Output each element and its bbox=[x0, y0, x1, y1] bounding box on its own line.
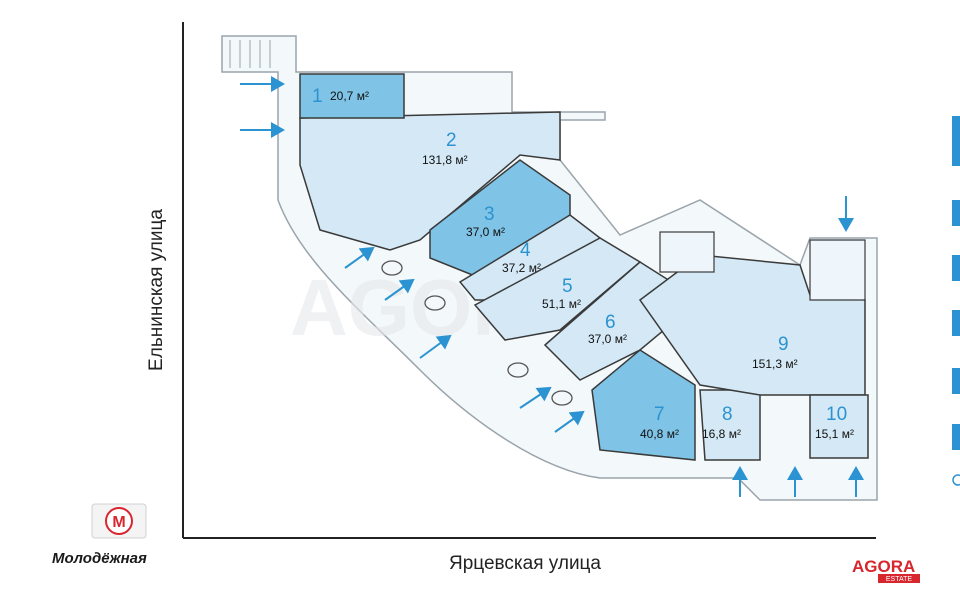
service-room-shape bbox=[809, 239, 866, 301]
clipped-marker bbox=[952, 474, 960, 486]
metro-station-name: Молодёжная bbox=[52, 550, 147, 567]
room-area: 37,0 м² bbox=[466, 225, 505, 239]
brand-text: AGORA bbox=[852, 557, 915, 576]
metro-icon: М bbox=[91, 503, 147, 539]
arrow-icon bbox=[519, 386, 552, 409]
room-area: 16,8 м² bbox=[702, 427, 741, 441]
room-number: 6 bbox=[605, 312, 616, 333]
room-area: 15,1 м² bbox=[815, 427, 854, 441]
room-area: 40,8 м² bbox=[640, 427, 679, 441]
room-number: 8 bbox=[722, 404, 733, 425]
room-area: 131,8 м² bbox=[422, 153, 468, 167]
brand-logo: AGORA ESTATE bbox=[852, 557, 920, 583]
room-labels: 1 20,7 м² 2 131,8 м² 3 37,0 м² 4 37,2 м²… bbox=[312, 86, 854, 441]
room-2-shape bbox=[299, 111, 561, 251]
arrow-icon bbox=[554, 410, 585, 433]
street-name-left: Ельнинская улица bbox=[146, 209, 167, 371]
arrow-icon bbox=[344, 246, 375, 269]
room-number: 9 bbox=[778, 334, 789, 355]
room-area: 151,3 м² bbox=[752, 357, 798, 371]
arrow-icon bbox=[384, 278, 415, 301]
room-10-shape bbox=[809, 394, 869, 459]
room-number: 7 bbox=[654, 404, 665, 425]
room-area: 37,0 м² bbox=[588, 332, 627, 346]
brand-subtext: ESTATE bbox=[886, 576, 913, 583]
room-area: 51,1 м² bbox=[542, 297, 581, 311]
arrow-icon bbox=[419, 334, 452, 359]
elevator-shaft bbox=[659, 231, 715, 273]
room-8-shape bbox=[699, 389, 761, 461]
entrance-arrows bbox=[240, 76, 864, 497]
room-number: 1 bbox=[312, 86, 323, 107]
room-7-shape bbox=[591, 349, 696, 461]
room-area: 37,2 м² bbox=[502, 261, 541, 275]
room-area: 20,7 м² bbox=[330, 89, 369, 103]
street-name-bottom: Ярцевская улица bbox=[449, 553, 601, 574]
metro-symbol: М bbox=[112, 514, 125, 531]
room-number: 5 bbox=[562, 276, 573, 297]
room-number: 2 bbox=[446, 130, 457, 151]
room-1-shape bbox=[299, 73, 405, 119]
stair-hatch bbox=[229, 40, 271, 68]
room-number: 3 bbox=[484, 204, 495, 225]
rooms bbox=[299, 73, 869, 461]
clipped-right-panel bbox=[952, 116, 960, 450]
room-number: 4 bbox=[520, 240, 531, 261]
room-number: 10 bbox=[826, 404, 847, 425]
columns bbox=[381, 260, 573, 406]
